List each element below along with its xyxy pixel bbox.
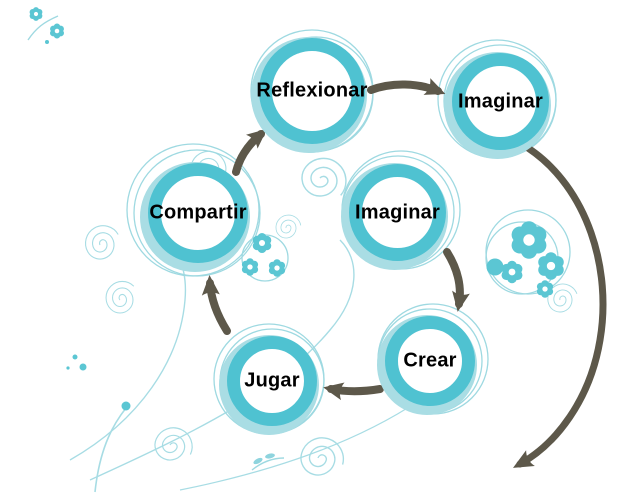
arrow-jugar-to-compartir [201,275,231,335]
flower-cluster-right [486,221,564,298]
node-compartir: Compartir [140,162,250,272]
flower-sprig-top-left [27,7,64,44]
node-crear-ring [385,316,475,406]
arrow-reflexionar-to-imaginar [367,78,446,95]
node-imaginar-top-label: Imaginar [458,90,543,112]
node-reflexionar: Reflexionar [251,37,368,153]
bud-and-dots-bottom-left [66,354,131,411]
node-jugar-label: Jugar [244,369,300,392]
flow-arrows [201,78,607,468]
node-imaginar-center-label: Imaginar [355,201,440,223]
arrow-imaginar-spiral-out [513,144,607,468]
node-crear: Crear [377,315,477,415]
node-compartir-label: Compartir [149,201,247,224]
node-imaginar-center: Imaginar [341,163,448,270]
node-imaginar-top: Imaginar [444,52,551,159]
arrow-compartir-to-reflexionar [232,128,268,176]
leaf-sprig-bottom-center [251,453,285,471]
node-jugar: Jugar [219,335,319,435]
node-crear-label: Crear [403,349,457,372]
node-reflexionar-label: Reflexionar [256,79,368,102]
arrow-imaginar-to-crear [443,248,470,312]
arrow-crear-to-jugar [323,382,384,401]
